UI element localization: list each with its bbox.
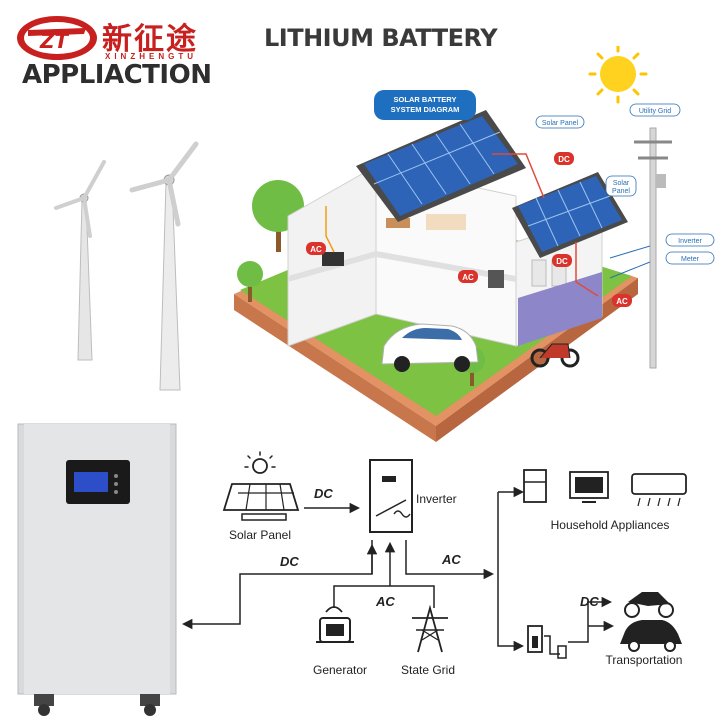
- svg-text:SOLAR BATTERY: SOLAR BATTERY: [394, 95, 457, 104]
- tag-dc: DC: [554, 152, 574, 165]
- svg-text:DC: DC: [558, 155, 570, 164]
- generator-icon: [316, 606, 354, 643]
- energy-flow-diagram: Solar Panel Inverter DC DC AC AC Generat…: [181, 451, 687, 677]
- motorbike-icon: [530, 343, 580, 368]
- wind-turbine-icon: [129, 141, 199, 391]
- page-title: LITHIUM BATTERY: [264, 24, 498, 52]
- charging-station-icon: [527, 625, 567, 659]
- motorcycle-icon: [624, 592, 674, 618]
- battery-cabinet-illustration: [17, 423, 177, 716]
- zt-logo-icon: ZT: [17, 16, 97, 60]
- edge-label-dc: DC: [280, 554, 299, 569]
- brand-chinese-name: 新征途: [102, 22, 198, 57]
- solar-house-illustration: SOLAR BATTERY SYSTEM DIAGRAM Solar Panel…: [234, 46, 715, 442]
- svg-text:Meter: Meter: [681, 256, 700, 263]
- refrigerator-icon: [523, 469, 547, 503]
- tag-ac: AC: [306, 242, 326, 255]
- svg-text:Solar Panel: Solar Panel: [542, 120, 579, 127]
- svg-text:DC: DC: [556, 257, 568, 266]
- svg-text:AC: AC: [310, 245, 322, 254]
- svg-text:Inverter: Inverter: [678, 238, 702, 245]
- edge-label-dc: DC: [580, 594, 599, 609]
- node-label-state-grid: State Grid: [401, 663, 455, 677]
- label-inverter: Inverter: [665, 233, 715, 247]
- electric-car-icon: [620, 620, 682, 652]
- svg-text:ZT: ZT: [39, 29, 70, 53]
- tree-icon: [237, 261, 263, 302]
- wind-turbines-illustration: [54, 141, 199, 391]
- utility-pole-icon: [634, 127, 672, 369]
- node-label-household-appliances: Household Appliances: [551, 518, 670, 532]
- tag-ac: AC: [612, 294, 632, 307]
- battery-lcd-screen: [74, 472, 108, 492]
- power-tower-icon: [412, 604, 448, 653]
- node-label-solar-panel: Solar Panel: [229, 528, 291, 542]
- car-icon: [381, 323, 479, 372]
- svg-text:AC: AC: [462, 273, 474, 282]
- node-label-inverter: Inverter: [416, 492, 457, 506]
- caster-wheel-icon: [38, 704, 50, 716]
- system-diagram-title-badge: SOLAR BATTERY SYSTEM DIAGRAM: [374, 90, 476, 120]
- label-utility-grid: Utility Grid: [629, 103, 681, 117]
- label-solar-panel-2: Solar Panel: [605, 175, 637, 197]
- edge-inverter-to-battery: [181, 540, 373, 630]
- tag-dc: DC: [552, 254, 572, 267]
- solar-panel-icon: [222, 451, 300, 521]
- svg-text:AC: AC: [616, 297, 628, 306]
- brand-pinyin: XINZHENGTU: [105, 52, 197, 61]
- svg-text:Solar: Solar: [613, 180, 630, 187]
- caster-wheel-icon: [144, 704, 156, 716]
- edge-label-dc: DC: [314, 486, 333, 501]
- label-meter: Meter: [665, 251, 715, 265]
- edge-inverter-to-loads: [405, 540, 495, 580]
- node-label-transportation: Transportation: [606, 653, 683, 667]
- svg-text:Utility Grid: Utility Grid: [639, 108, 671, 115]
- svg-text:SYSTEM DIAGRAM: SYSTEM DIAGRAM: [391, 105, 460, 114]
- page-subtitle: APPLIACTION: [22, 60, 212, 90]
- inverter-icon: [369, 459, 413, 533]
- edge-label-ac: AC: [441, 552, 461, 567]
- sun-icon: [588, 46, 648, 104]
- air-conditioner-icon: [631, 473, 687, 507]
- wind-turbine-icon: [54, 160, 106, 361]
- edge-label-ac: AC: [375, 594, 395, 609]
- svg-text:Panel: Panel: [612, 188, 630, 195]
- node-label-generator: Generator: [313, 663, 367, 677]
- label-solar-panel: Solar Panel: [535, 115, 585, 129]
- tag-ac: AC: [458, 270, 478, 283]
- monitor-icon: [569, 471, 609, 503]
